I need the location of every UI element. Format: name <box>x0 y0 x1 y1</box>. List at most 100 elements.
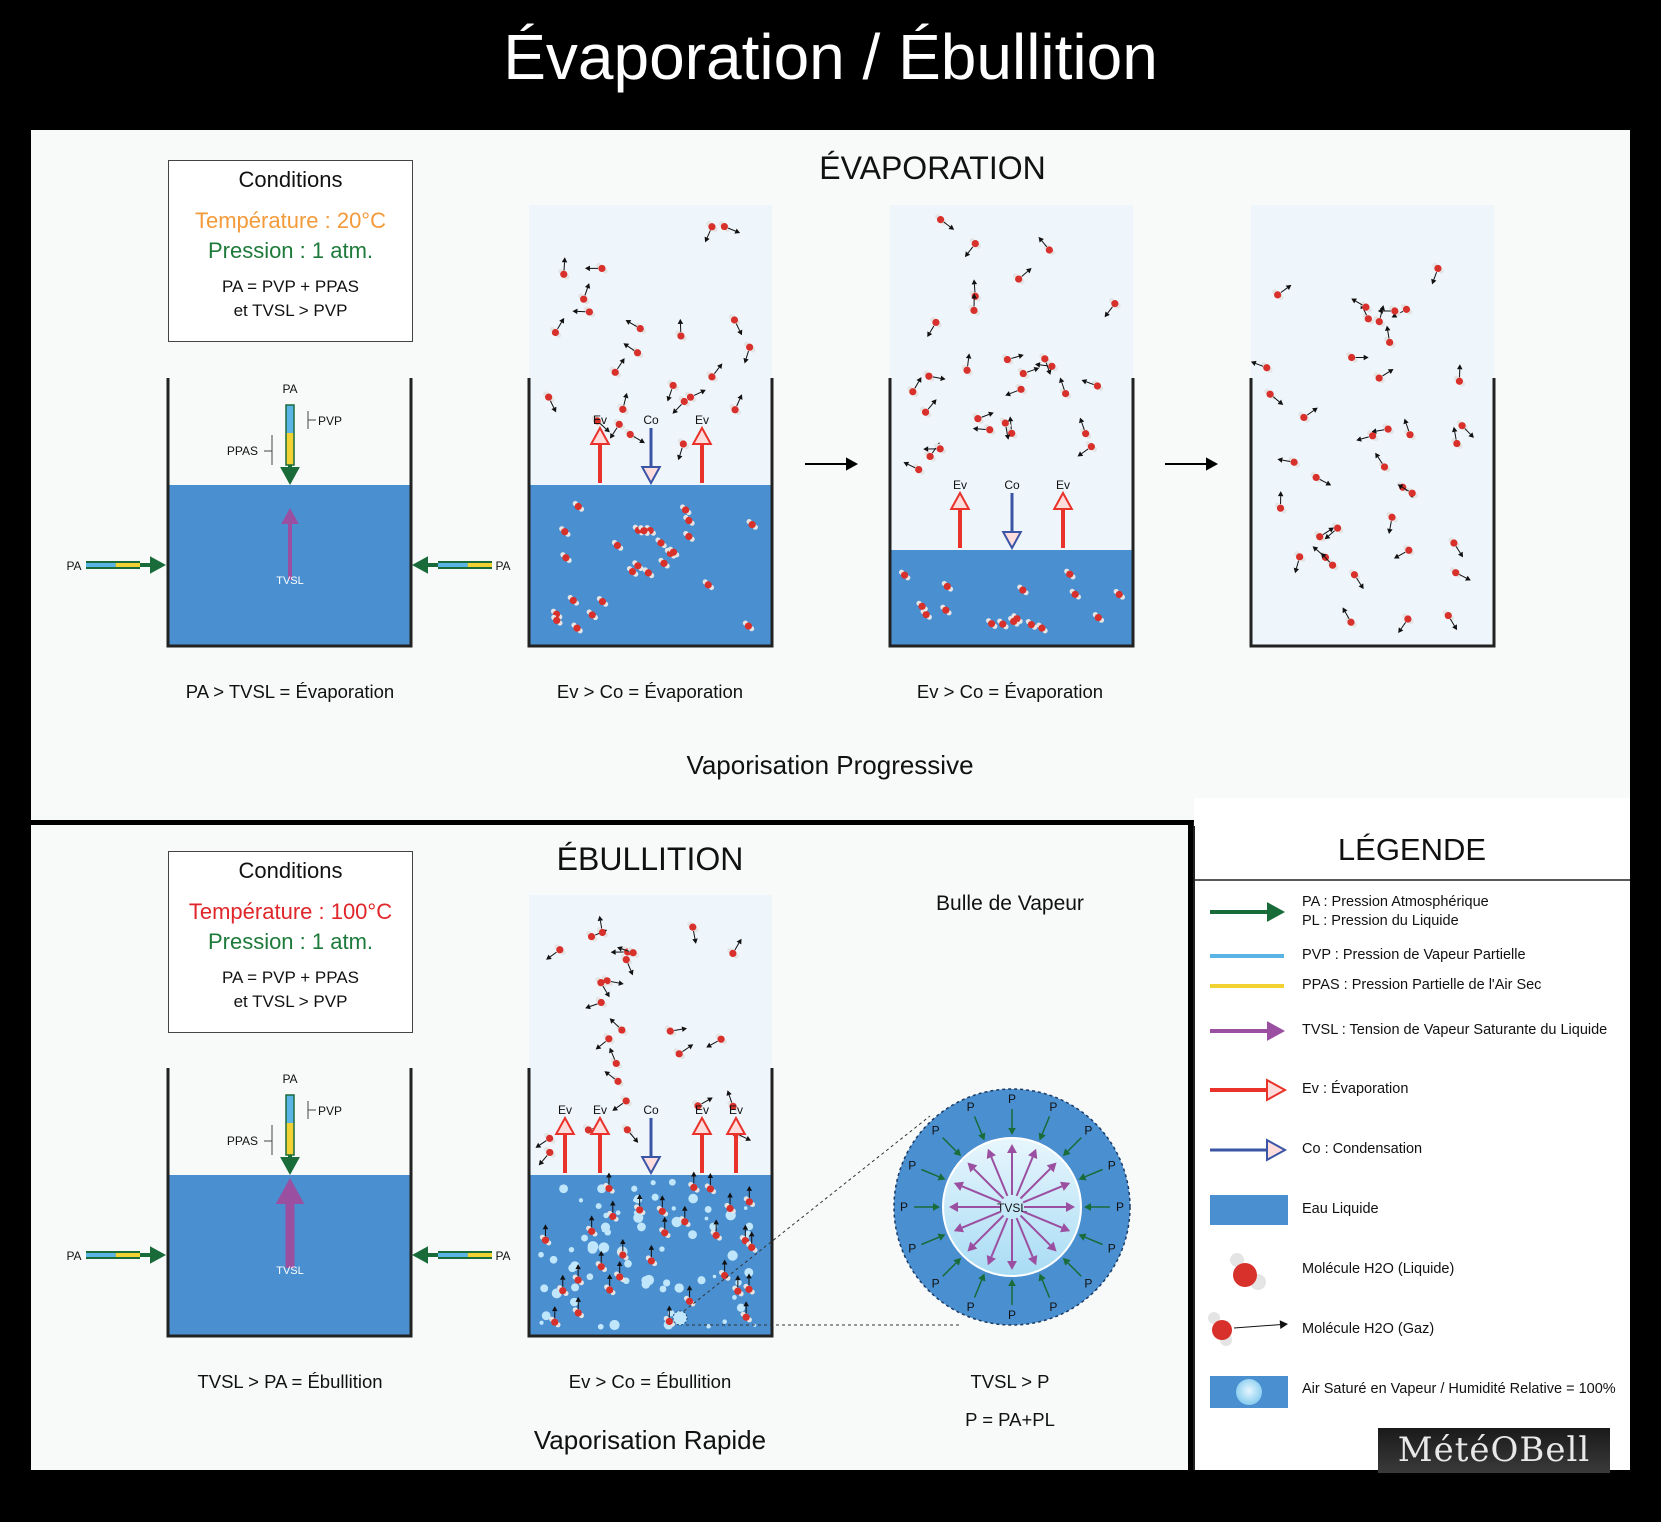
motion-arrow-shaft <box>616 362 623 370</box>
gas-molecule <box>710 1219 722 1241</box>
bubble-pressure-arrow-head <box>933 1203 940 1211</box>
motion-arrow-head <box>666 1305 673 1311</box>
bubble-tvsl-arrow-shaft <box>961 1210 1002 1229</box>
oxygen-atom <box>1350 571 1359 579</box>
ev-arrow <box>949 490 971 548</box>
bubble-pressure-arrow-head <box>937 1233 946 1241</box>
motion-arrow <box>721 1259 728 1272</box>
motion-arrow <box>1371 428 1385 434</box>
bubble-pressure-arrow-shaft <box>1084 1168 1103 1178</box>
ev-label: Ev <box>695 1103 709 1117</box>
gas-molecule <box>617 946 639 958</box>
bubble-pressure-arrow <box>921 1168 946 1181</box>
gas-molecule <box>907 377 922 397</box>
gas-molecule <box>1013 268 1032 285</box>
vapor-bubble <box>609 1319 620 1331</box>
bubble-tvsl-arrow <box>1022 1181 1071 1204</box>
oxygen-atom <box>573 624 581 632</box>
bubble-tvsl-arrow <box>986 1148 1009 1197</box>
oxygen-atom <box>686 393 695 401</box>
motion-arrow-head <box>628 969 634 976</box>
gas-molecule <box>645 1244 658 1267</box>
motion-arrow-head <box>1285 284 1292 291</box>
oxygen-atom <box>1019 369 1027 378</box>
oxygen-atom <box>551 328 560 337</box>
motion-arrow <box>542 1224 549 1237</box>
motion-arrow-head <box>734 228 741 234</box>
water-molecule <box>614 1271 626 1283</box>
gas-molecule <box>1005 383 1027 397</box>
pa-left-label: PA <box>66 559 81 573</box>
water-molecule <box>985 618 998 629</box>
motion-arrow-head <box>972 426 978 432</box>
legend-label-co: Co : Condensation <box>1302 1141 1423 1157</box>
vapor-bubble <box>663 1279 671 1287</box>
motion-arrow-head <box>1007 416 1014 422</box>
container-outline <box>527 1068 774 1338</box>
ev-arrow-head <box>725 1115 747 1135</box>
co-arrow-head <box>640 1156 662 1176</box>
motion-arrow-head <box>618 980 624 986</box>
motion-arrow-head <box>1457 364 1463 370</box>
oxygen-atom <box>704 581 712 589</box>
water-molecule <box>934 443 946 455</box>
water-molecule <box>586 609 599 621</box>
oxygen-atom <box>1455 377 1464 385</box>
motion-arrow <box>735 323 743 336</box>
bubble-tvsl-label: TVSL <box>997 1201 1027 1215</box>
water-molecule <box>638 525 650 536</box>
motion-arrow-head <box>735 1275 741 1281</box>
oxygen-atom <box>580 295 588 303</box>
oxygen-atom <box>963 366 971 374</box>
oxygen-atom <box>626 430 634 439</box>
motion-arrow-head <box>639 438 645 444</box>
motion-arrow <box>971 293 977 307</box>
oxygen-atom <box>1362 303 1370 311</box>
water-molecule <box>559 526 571 537</box>
selected-bubble <box>672 1310 688 1326</box>
ebullition-caption-2: Ev > Co = Ébullition <box>568 1371 732 1392</box>
motion-arrow-head <box>538 1159 545 1166</box>
gas-molecule <box>624 428 645 444</box>
oxygen-atom <box>921 408 930 416</box>
gas-molecule <box>549 1306 561 1328</box>
motion-arrow-shaft <box>1005 426 1008 435</box>
bubble-pressure-arrow-shaft <box>1067 1137 1082 1152</box>
oxygen-atom <box>731 406 739 414</box>
legend-tvsl-arrow <box>1210 1021 1285 1041</box>
oxygen-atom <box>685 1297 694 1305</box>
ebullition-footer: Vaporisation Rapide <box>533 1425 767 1455</box>
motion-arrow-shaft <box>745 350 749 359</box>
water-molecule <box>596 926 609 938</box>
motion-arrow-head <box>1431 278 1437 285</box>
water-molecule <box>620 954 633 965</box>
oxygen-atom <box>1386 338 1394 346</box>
motion-arrow <box>677 318 684 332</box>
pa-left-label: PA <box>66 1249 81 1263</box>
ev-arrow-head <box>691 1115 713 1135</box>
water-molecule <box>667 379 679 391</box>
motion-arrow-head <box>965 353 972 359</box>
motion-arrow <box>549 400 557 413</box>
motion-arrow <box>706 1040 718 1048</box>
oxygen-atom <box>618 1026 626 1034</box>
motion-arrow-head <box>1277 399 1284 405</box>
ev-arrow-head <box>691 425 713 445</box>
motion-arrow <box>610 980 624 986</box>
temperature-label: Température : 100°C <box>188 899 393 924</box>
bubble-pressure-arrow-head <box>1008 1128 1016 1135</box>
gas-molecule <box>1351 298 1372 313</box>
motion-arrow <box>735 1275 741 1288</box>
water-molecule <box>1373 316 1386 327</box>
oxygen-atom <box>636 1206 644 1214</box>
motion-arrow-head <box>610 949 616 955</box>
bubble-pressure-arrow <box>1084 1203 1110 1211</box>
water-molecule <box>727 947 739 959</box>
oxygen-atom <box>1071 590 1079 598</box>
pvp-label: PVP <box>318 1104 342 1118</box>
motion-arrow-shaft <box>1323 556 1331 563</box>
motion-arrow-shaft <box>1272 396 1280 403</box>
motion-arrow-shaft <box>701 1099 709 1105</box>
hydrogen-atom <box>1208 1312 1220 1324</box>
